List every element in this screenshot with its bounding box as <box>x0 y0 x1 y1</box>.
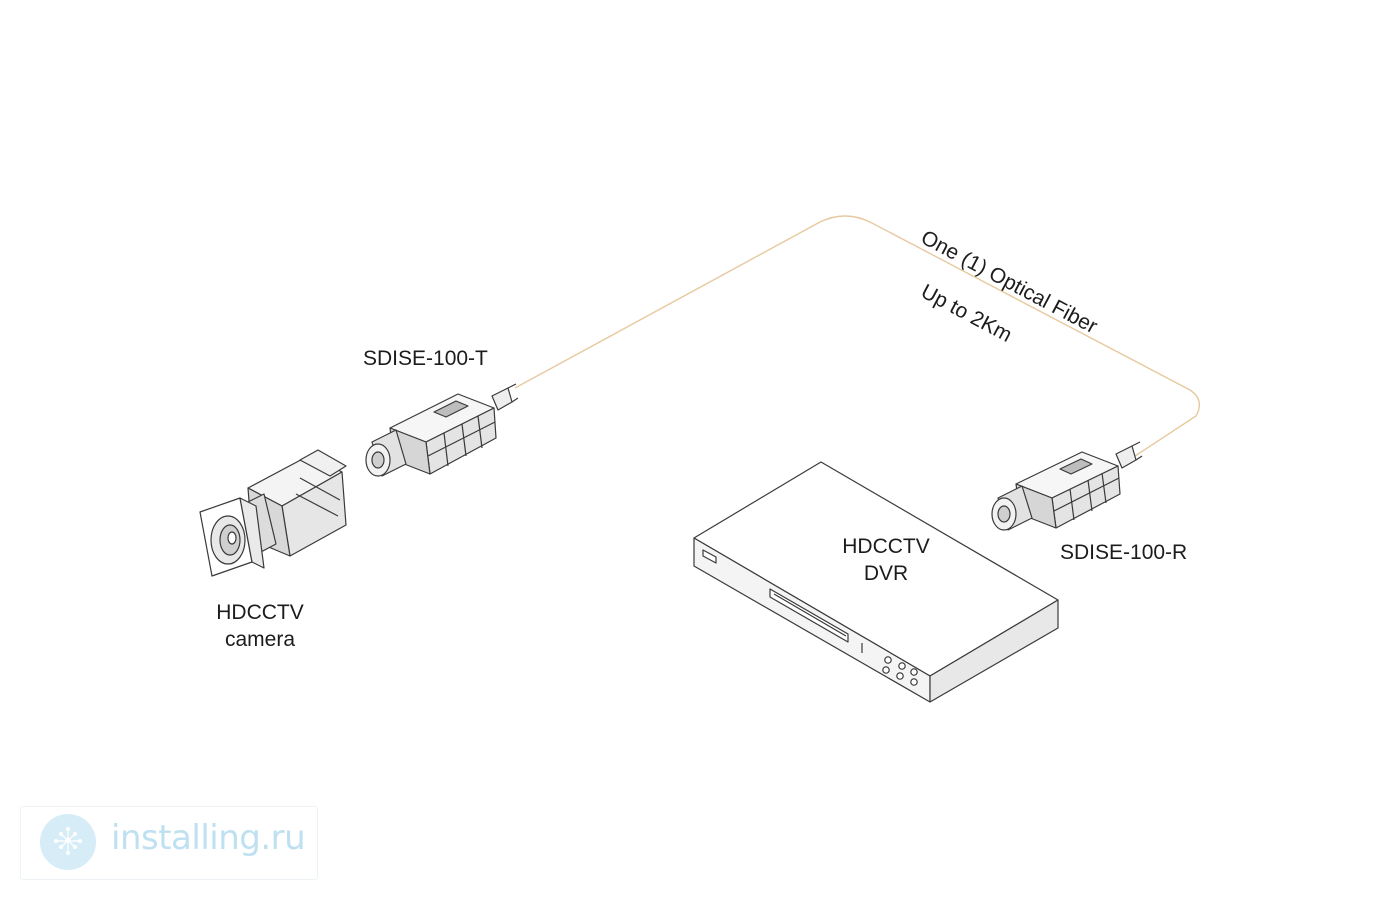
dvr-label: HDCCTV DVR <box>838 533 934 587</box>
camera-label-line2: camera <box>224 628 296 651</box>
installing-logo-icon <box>40 814 96 870</box>
transmitter-device-icon <box>365 383 519 477</box>
dvr-label-line1: HDCCTV <box>842 535 930 558</box>
dvr-label-line2: DVR <box>863 562 909 585</box>
receiver-label: SDISE-100-R <box>1060 541 1188 564</box>
receiver-device-icon <box>991 441 1143 531</box>
dvr-device-icon <box>693 461 1059 703</box>
camera-label-line1: HDCCTV <box>216 601 304 624</box>
transmitter-label: SDISE-100-T <box>363 347 488 370</box>
camera-label: HDCCTV camera <box>212 599 308 653</box>
watermark: installing.ru <box>20 806 318 880</box>
hdcctv-camera-icon <box>199 449 347 577</box>
optical-fiber-cable <box>514 215 1201 459</box>
watermark-text: installing.ru <box>111 818 306 858</box>
